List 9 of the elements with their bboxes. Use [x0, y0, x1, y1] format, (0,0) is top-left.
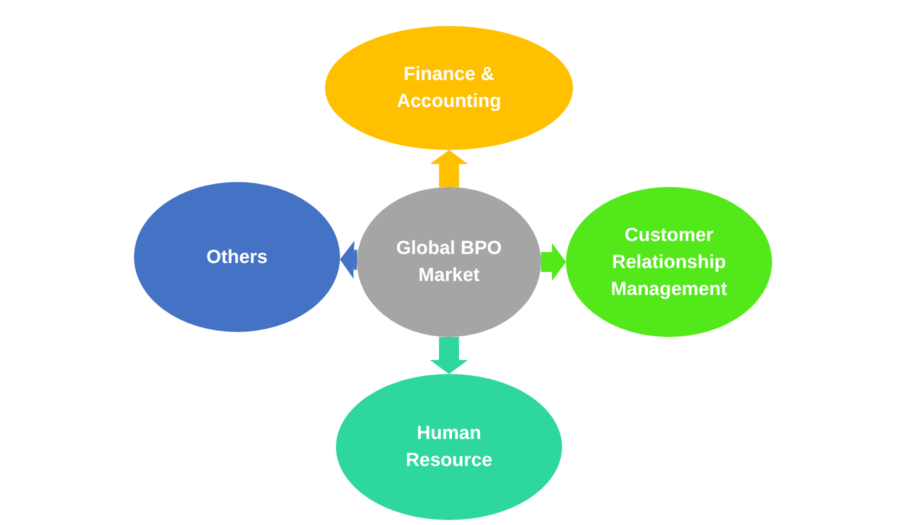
arrow: [430, 150, 468, 187]
node-label: Human Resource: [404, 422, 494, 473]
arrow: [340, 240, 358, 279]
arrow: [541, 243, 566, 281]
node-label: Others: [205, 246, 269, 270]
node-label: Finance & Accounting: [396, 63, 502, 114]
arrow: [430, 337, 468, 374]
node-label: Global BPO Market: [395, 237, 503, 288]
node-label: Customer Relationship Management: [610, 224, 728, 302]
